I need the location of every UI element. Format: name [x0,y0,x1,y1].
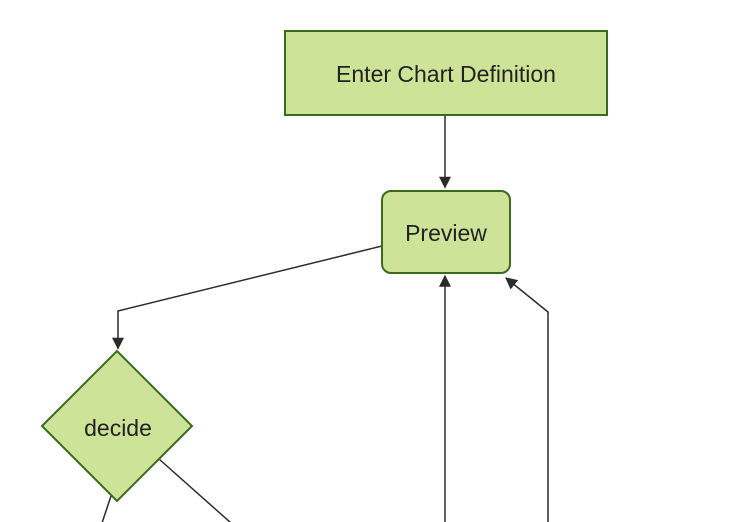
node-enter-chart-definition: Enter Chart Definition [284,30,608,116]
edge-decide-out-right [158,458,232,522]
node-decide: decide [40,349,194,503]
edge-decide-out-down [101,495,112,522]
decide-diamond [40,349,194,503]
node-preview: Preview [381,190,511,274]
preview-box [381,190,511,274]
decide-label: decide [84,415,152,441]
enter-chart-definition-box [284,30,608,116]
edge-preview-to-decide [112,245,383,350]
enter-chart-definition-label: Enter Chart Definition [336,61,556,87]
preview-label: Preview [405,220,487,246]
edge-up-to-preview-corner [505,277,549,522]
